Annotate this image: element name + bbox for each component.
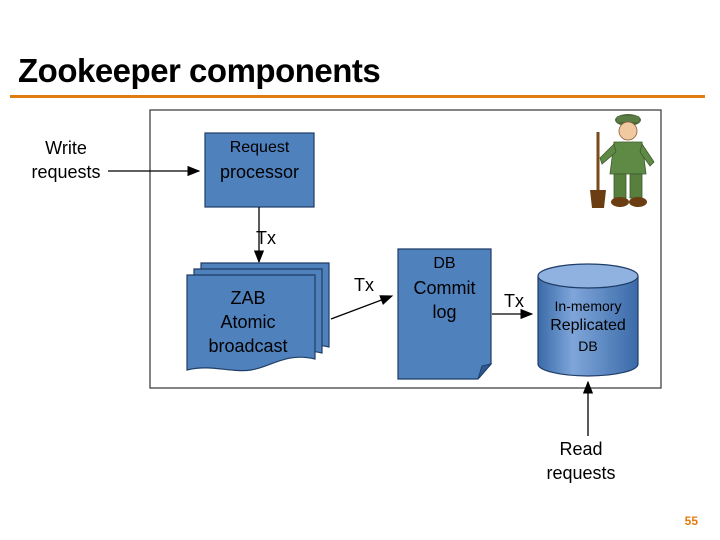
commit-log-line1: DB [433,255,456,272]
request-processor-label: Request processor [205,136,314,184]
commit-log-label: DB Commit log [398,252,491,324]
zab-line2: Atomic [220,312,276,332]
zab-to-log-arrow [330,295,394,320]
read-requests-label: Read requests [530,437,632,485]
zookeeper-figure-icon [590,114,655,208]
read-requests-line2: requests [546,463,616,483]
zab-document-stack [186,262,330,372]
commit-log-line3: log [432,302,457,322]
zab-line1: ZAB [230,288,266,308]
write-requests-text: Write requests [31,138,101,182]
tx-middle-label: Tx [344,273,384,297]
replicated-db-cylinder [537,263,639,377]
tx-top-label: Tx [256,226,296,250]
commit-log-fold [477,363,493,380]
zab-label: ZAB Atomic broadcast [187,286,309,358]
tx-middle-text: Tx [354,275,374,295]
commit-log-line2: Commit [413,278,476,298]
replicated-db-label: In-memory Replicated DB [538,296,638,356]
title-divider [10,95,705,98]
page-number: 55 [684,514,698,528]
tx-right-text: Tx [504,291,524,311]
zab-line3: broadcast [208,336,288,356]
page-title: Zookeeper components [18,52,381,89]
write-requests-label: Write requests [22,136,110,184]
read-requests-line1: Read [559,439,603,459]
replicated-db-line1: In-memory [554,298,622,314]
tx-top-text: Tx [256,228,276,248]
replicated-db-line2: Replicated [550,317,626,334]
request-processor-box [204,132,315,208]
tx-right-label: Tx [496,289,532,313]
replicated-db-line3: DB [578,338,598,354]
request-processor-line1: Request [229,139,290,156]
request-processor-line2: processor [219,162,300,182]
